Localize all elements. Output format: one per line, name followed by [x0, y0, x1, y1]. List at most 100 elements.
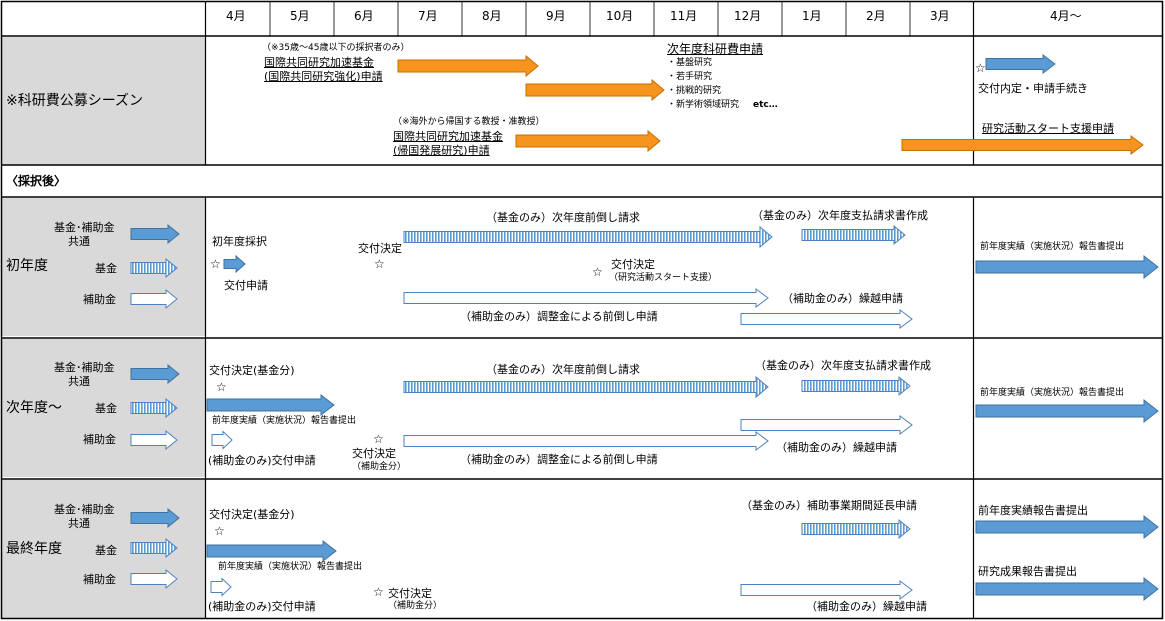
year2-hojo-chosei-arrow: [403, 431, 769, 451]
year3-hojo-kofu-shinsei: (補助金のみ)交付申請: [208, 600, 316, 613]
kokusai-kikoku-line1: 国際共同研究加速基金: [393, 130, 503, 143]
month-sep: 9月: [546, 9, 566, 23]
year1-legend-kikin-arrow: [130, 257, 178, 279]
year1-hojo-chosei: （補助金のみ）調整金による前倒し申請: [460, 310, 658, 323]
kofu-naitei-arrow: [985, 54, 1056, 74]
kokusai-kikoku-arrow: [515, 129, 661, 153]
year1-kofu-kettei: 交付決定: [358, 242, 402, 255]
year1-kettei-star-icon: ☆: [374, 257, 385, 271]
year3-hojo-bun: （補助金分）: [388, 601, 443, 611]
month-next-apr: 4月～: [1050, 9, 1082, 23]
month-mar: 3月: [930, 9, 950, 23]
year2-hojo-kofu-shinsei: (補助金のみ)交付申請: [208, 454, 316, 467]
kofu-naitei-label: 交付内定・申請手続き: [978, 82, 1088, 95]
year2-hojo-star-icon: ☆: [373, 432, 384, 446]
month-separators: [269, 1, 911, 36]
jinendo-arrow: [525, 78, 665, 102]
year2-kikin-star-icon: ☆: [216, 380, 227, 394]
year3-right-arrow1: [975, 514, 1159, 540]
year2-kofu-kettei: 交付決定: [352, 447, 396, 460]
year2-kikin-shiharai-arrow: [801, 375, 911, 397]
year1-kikin-maedaoshi-arrow: [403, 225, 773, 249]
year1-hojo-chosei-arrow: [403, 288, 769, 308]
jinendo-item-chosen: ・挑戦的研究: [667, 86, 722, 96]
kokusai-kikoku-line2: (帰国発展研究)申請: [393, 144, 490, 157]
year2-legend-both-arrow: [130, 363, 180, 385]
naitei-star-icon: ☆: [975, 61, 986, 75]
year3-hojo-kofu-arrow: [210, 577, 232, 597]
year2-hojo-bun: （補助金分）: [352, 462, 407, 472]
year3-hojo-kurikoshi: （補助金のみ）繰越申請: [806, 600, 927, 613]
year3-right-report2: 研究成果報告書提出: [978, 565, 1077, 578]
recruit-season-label: ※科研費公募シーズン: [6, 93, 144, 109]
year1-legend-hojo: 補助金: [83, 293, 116, 306]
year2-legend-hojo: 補助金: [83, 433, 116, 446]
year3-zennendo-arrow: [206, 539, 337, 563]
jinendo-item-shingakujutsu: ・新学術領域研究: [667, 100, 740, 110]
year2-hojo-kurikoshi: （補助金のみ）繰越申請: [776, 441, 897, 454]
year2-legend-kikin-arrow: [130, 397, 178, 419]
month-may: 5月: [290, 9, 310, 23]
jinendo-item-wakate: ・若手研究: [667, 72, 713, 82]
year1-hojo-kurikoshi-arrow: [740, 309, 913, 329]
year1-label: 初年度: [6, 258, 48, 274]
year1-kofu-arrow: [223, 254, 246, 274]
year3-legend-hojo-arrow: [130, 568, 178, 590]
year1-start-shien-small: （研究活動スタート支援）: [609, 273, 718, 283]
kokusai-kyoka-arrow: [397, 54, 539, 78]
month-dec: 12月: [734, 9, 762, 23]
year1-kikin-maedaoshi: （基金のみ）次年度前倒し請求: [486, 211, 640, 224]
year3-zennendo: 前年度実績（実施状況）報告書提出: [218, 562, 363, 572]
month-oct: 10月: [606, 9, 634, 23]
year2-right-report: 前年度実績（実施状況）報告書提出: [980, 388, 1125, 398]
kokusai-kyoka-line2: (国際共同研究強化)申請: [264, 70, 383, 83]
year2-legend-kikin: 基金: [95, 402, 117, 415]
year3-kofu-kettei: 交付決定: [388, 587, 432, 600]
jinendo-etc: etc…: [753, 100, 778, 110]
year1-legend-both-line1: 基金･補助金: [54, 221, 115, 234]
kikoku-note: （※海外から帰国する教授・准教授）: [393, 117, 545, 127]
start-shien-arrow: [901, 135, 1144, 155]
month-jan: 1月: [802, 9, 822, 23]
year2-legend-hojo-arrow: [130, 429, 178, 451]
year1-kikin-shiharai-arrow: [801, 224, 906, 246]
year3-legend-hojo: 補助金: [83, 573, 116, 586]
year1-right-arrow: [975, 254, 1159, 280]
year2-legend-both-line2: 共通: [68, 375, 90, 388]
year1-legend-hojo-arrow: [130, 288, 178, 310]
year1-legend-both-arrow: [130, 223, 180, 245]
jinendo-item-kiban: ・基盤研究: [667, 58, 713, 68]
year1-hojo-kurikoshi: （補助金のみ）繰越申請: [782, 292, 903, 305]
year3-kikin-encho-arrow: [801, 518, 911, 540]
after-adoption-heading: 〈採択後〉: [6, 174, 67, 188]
year3-kikin-encho: （基金のみ）補助事業期間延長申請: [741, 499, 917, 512]
year1-right-report: 前年度実績（実施状況）報告書提出: [980, 242, 1125, 252]
month-nov: 11月: [670, 9, 698, 23]
year3-hojo-star-icon: ☆: [373, 585, 384, 599]
jinendo-title: 次年度科研費申請: [667, 42, 764, 56]
year1-kofu-kettei2: 交付決定: [611, 258, 655, 271]
year3-legend-both-arrow: [130, 507, 180, 529]
year2-zennendo: 前年度実績（実施状況）報告書提出: [212, 416, 357, 426]
year1-saitaku: 初年度採択: [212, 235, 267, 248]
month-apr: 4月: [226, 9, 246, 23]
kokusai-kyoka-line1: 国際共同研究加速基金: [264, 56, 374, 69]
year2-kikin-shiharai: （基金のみ）次年度支払請求書作成: [755, 359, 931, 372]
year1-legend-kikin: 基金: [95, 262, 117, 275]
recruit-label-cell: [2, 37, 205, 165]
month-feb: 2月: [866, 9, 886, 23]
year3-right-arrow2: [975, 576, 1159, 602]
year1-kikin-shiharai: （基金のみ）次年度支払請求書作成: [752, 209, 928, 222]
month-jul: 7月: [418, 9, 438, 23]
year1-kofu-shinsei: 交付申請: [224, 279, 268, 292]
year2-kikin-maedaoshi: （基金のみ）次年度前倒し請求: [486, 363, 640, 376]
year2-right-arrow: [975, 398, 1159, 424]
year3-kikin-star-icon: ☆: [214, 524, 225, 538]
start-shien-label: 研究活動スタート支援申請: [982, 122, 1114, 135]
year3-legend-kikin: 基金: [95, 544, 117, 557]
year3-label: 最終年度: [6, 541, 62, 557]
year1-kettei2-star-icon: ☆: [592, 265, 603, 279]
year2-label: 次年度～: [6, 400, 62, 416]
